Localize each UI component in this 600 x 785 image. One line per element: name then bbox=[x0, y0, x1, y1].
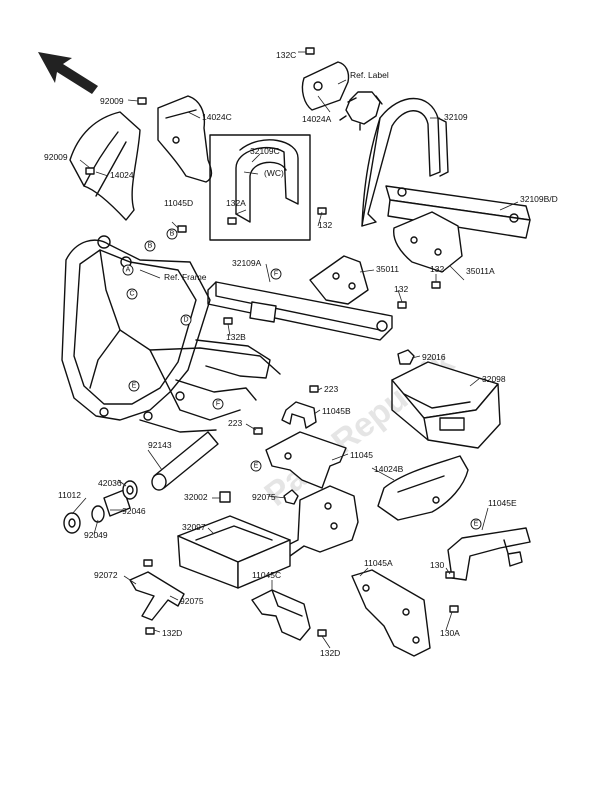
svg-text:E: E bbox=[474, 521, 479, 528]
label-11045a: 11045A bbox=[364, 558, 393, 568]
label-14024a: 14024A bbox=[302, 114, 332, 124]
plate-35011a bbox=[393, 211, 463, 273]
label-32109: 32109 bbox=[444, 112, 468, 122]
bushing-set bbox=[63, 480, 138, 534]
label-42036: 42036 bbox=[98, 478, 122, 488]
label-130: 130 bbox=[430, 560, 444, 570]
svg-text:B: B bbox=[170, 231, 175, 238]
svg-text:A: A bbox=[126, 267, 131, 274]
letter-marker-b2: B bbox=[166, 228, 178, 240]
cover-14024b bbox=[377, 455, 469, 521]
side-cover-14024 bbox=[69, 111, 141, 221]
bracket-11045a bbox=[351, 569, 431, 657]
label-11045e: 11045E bbox=[488, 498, 517, 508]
label-14024b: 14024B bbox=[374, 464, 404, 474]
label-92046: 92046 bbox=[122, 506, 146, 516]
label-132b: 132B bbox=[226, 332, 246, 342]
label-132-b: 132 bbox=[430, 264, 444, 274]
svg-text:C: C bbox=[129, 291, 134, 298]
plate-14024a bbox=[301, 61, 383, 131]
svg-text:F: F bbox=[274, 271, 278, 278]
label-92072: 92072 bbox=[94, 570, 118, 580]
rail-32109c bbox=[209, 134, 311, 241]
label-11045: 11045 bbox=[350, 450, 373, 460]
label-32098: 32098 bbox=[482, 374, 506, 384]
label-ref-frame: Ref. Frame bbox=[164, 272, 207, 282]
plate-35011 bbox=[309, 255, 369, 305]
label-132-c: 132 bbox=[394, 284, 408, 294]
label-223-b: 223 bbox=[228, 418, 242, 428]
label-ref-label: Ref. Label bbox=[350, 70, 389, 80]
bracket-11045c bbox=[251, 589, 311, 641]
label-92009-b: 92009 bbox=[44, 152, 68, 162]
label-92075-b: 92075 bbox=[180, 596, 204, 606]
grab-rail-32109 bbox=[361, 97, 449, 227]
label-92049: 92049 bbox=[84, 530, 108, 540]
letter-marker-a: A bbox=[122, 264, 134, 276]
bracket-11045e bbox=[447, 527, 531, 581]
label-wc: (WC) bbox=[264, 168, 284, 178]
label-11045c: 11045C bbox=[252, 570, 281, 580]
label-11045b: 11045B bbox=[322, 406, 351, 416]
letter-marker-f2: F bbox=[270, 268, 282, 280]
label-11012: 11012 bbox=[58, 490, 81, 500]
part-labels: 132C Ref. Label 92009 14024C 14024A 3210… bbox=[44, 50, 558, 658]
grommet-92075 bbox=[283, 489, 299, 505]
label-32109c: 32109C bbox=[250, 146, 280, 156]
label-132d-a: 132D bbox=[162, 628, 182, 638]
svg-text:D: D bbox=[183, 317, 188, 324]
label-32097: 32097 bbox=[182, 522, 206, 532]
label-32002: 32002 bbox=[184, 492, 208, 502]
svg-text:F: F bbox=[216, 401, 220, 408]
label-223-a: 223 bbox=[324, 384, 338, 394]
letter-marker-d: D bbox=[180, 314, 192, 326]
label-11045d: 11045D bbox=[164, 198, 193, 208]
label-92075-a: 92075 bbox=[252, 492, 276, 502]
grommet-92016 bbox=[397, 349, 415, 365]
frame-ref bbox=[61, 235, 281, 433]
label-132d-b: 132D bbox=[320, 648, 340, 658]
bolts bbox=[85, 47, 459, 637]
label-132-a: 132 bbox=[318, 220, 332, 230]
letter-marker-b: B bbox=[144, 240, 156, 252]
leader-lines bbox=[71, 51, 519, 649]
cover-14024c bbox=[157, 95, 213, 183]
label-32109bd: 32109B/D bbox=[520, 194, 558, 204]
label-132a: 132A bbox=[226, 198, 246, 208]
bracket-11045 bbox=[265, 431, 359, 557]
label-132c: 132C bbox=[276, 50, 296, 60]
bar-32109bd bbox=[385, 185, 531, 239]
spacer-92143 bbox=[151, 431, 219, 491]
letter-marker-c: C bbox=[126, 288, 138, 300]
label-14024: 14024 bbox=[110, 170, 134, 180]
letter-marker-e: E bbox=[128, 380, 140, 392]
letter-marker-e2: E bbox=[250, 460, 262, 472]
letter-marker-e3: E bbox=[470, 518, 482, 530]
label-92143: 92143 bbox=[148, 440, 172, 450]
tray-32098 bbox=[391, 361, 501, 449]
label-32109a: 32109A bbox=[232, 258, 262, 268]
label-130a: 130A bbox=[440, 628, 460, 638]
svg-text:E: E bbox=[254, 463, 259, 470]
svg-text:B: B bbox=[148, 243, 153, 250]
bracket-92072 bbox=[129, 571, 185, 621]
letter-marker-f: F bbox=[212, 398, 224, 410]
bracket-11045b bbox=[281, 401, 317, 429]
label-35011a: 35011A bbox=[466, 266, 495, 276]
label-14024c: 14024C bbox=[202, 112, 232, 122]
label-35011: 35011 bbox=[376, 264, 399, 274]
bar-32109a bbox=[207, 281, 393, 341]
tray-32097 bbox=[177, 515, 291, 589]
front-arrow-icon bbox=[38, 52, 98, 94]
svg-text:E: E bbox=[132, 383, 137, 390]
label-92009: 92009 bbox=[100, 96, 124, 106]
bolt-32002 bbox=[219, 491, 231, 503]
label-92016: 92016 bbox=[422, 352, 446, 362]
